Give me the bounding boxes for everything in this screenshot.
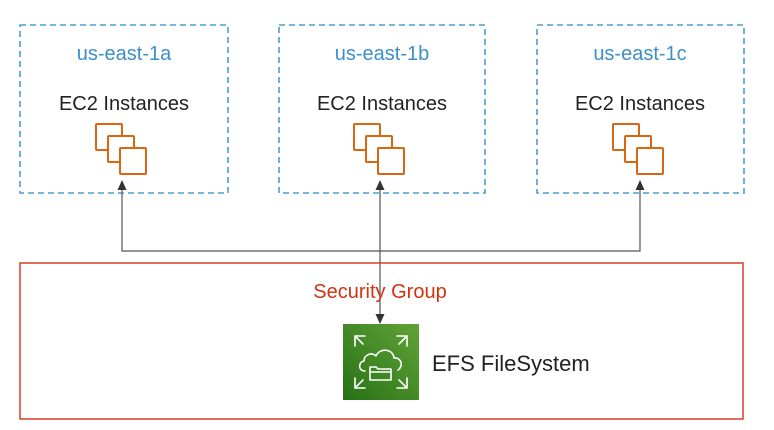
ec2-instances-icon bbox=[95, 123, 147, 175]
efs-filesystem-icon bbox=[343, 324, 419, 400]
az-label-us-east-1a: us-east-1a bbox=[77, 43, 172, 65]
connector-horizontal bbox=[121, 188, 641, 252]
arrowhead-us-east-1c bbox=[635, 180, 645, 190]
ec2-instances-label-us-east-1c: EC2 Instances bbox=[575, 93, 705, 115]
connectors bbox=[117, 180, 645, 324]
az-box-us-east-1b bbox=[278, 24, 486, 194]
efs-filesystem: EFS FileSystem bbox=[343, 324, 590, 400]
ec2-instances-label-us-east-1b: EC2 Instances bbox=[317, 93, 447, 115]
az-box-us-east-1a bbox=[19, 24, 229, 194]
arrowhead-efs bbox=[375, 314, 385, 324]
ec2-instances-icon bbox=[612, 123, 664, 175]
efs-filesystem-label: EFS FileSystem bbox=[432, 351, 590, 376]
security-group-box bbox=[19, 262, 744, 420]
az-box-us-east-1c bbox=[536, 24, 745, 194]
security-group-label: Security Group bbox=[313, 281, 446, 303]
az-us-east-1c: us-east-1c EC2 Instances bbox=[536, 24, 745, 194]
ec2-instances-label-us-east-1a: EC2 Instances bbox=[59, 93, 189, 115]
az-label-us-east-1c: us-east-1c bbox=[593, 43, 686, 65]
arrowhead-us-east-1a bbox=[117, 180, 127, 190]
az-us-east-1a: us-east-1a EC2 Instances bbox=[19, 24, 229, 194]
arrowhead-us-east-1b bbox=[375, 180, 385, 190]
security-group: Security Group bbox=[19, 262, 744, 420]
az-us-east-1b: us-east-1b EC2 Instances bbox=[278, 24, 486, 194]
az-label-us-east-1b: us-east-1b bbox=[335, 43, 430, 65]
ec2-instances-icon bbox=[353, 123, 405, 175]
